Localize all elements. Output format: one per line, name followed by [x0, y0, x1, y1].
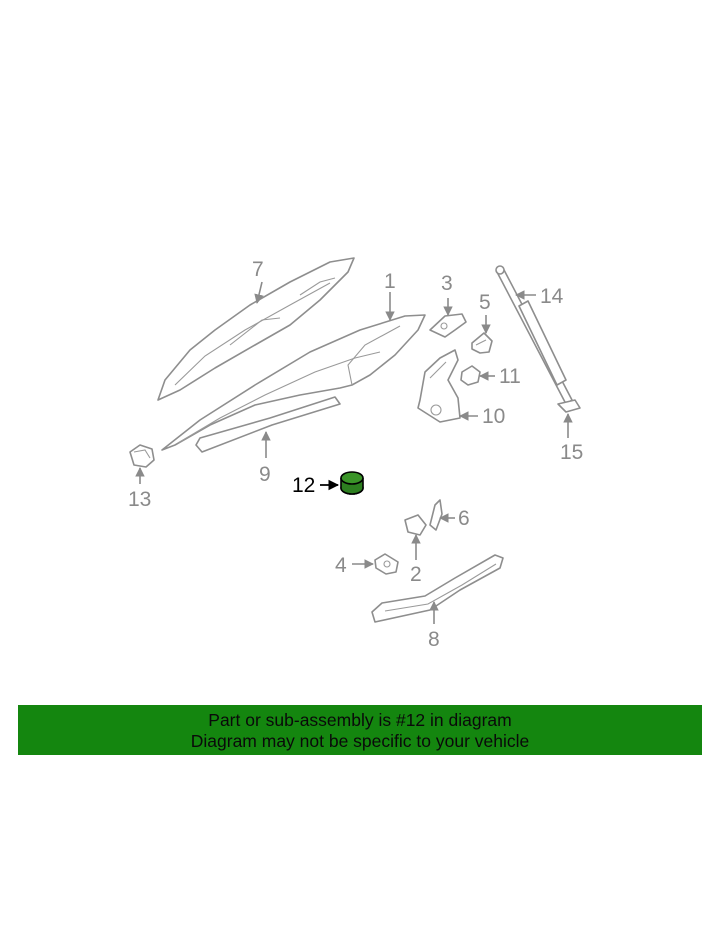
callout-12: 12: [292, 474, 315, 497]
parts-diagram: 7 1 3 5 14 11 10 15 9 12 13 6 4 2 8: [128, 257, 583, 651]
part-1-hood: [161, 314, 426, 451]
callout-4: 4: [335, 554, 347, 577]
part-4-bolt: [374, 553, 399, 575]
part-5-bolt: [471, 332, 493, 354]
leader-lines: [135, 281, 573, 624]
part-12-highlight: [340, 471, 364, 495]
callout-5: 5: [479, 291, 491, 314]
callout-11: 11: [499, 365, 521, 388]
callout-6: 6: [458, 507, 470, 530]
callout-15: 15: [560, 441, 583, 464]
callout-3: 3: [441, 272, 453, 295]
part-3-bracket: [429, 313, 467, 338]
part-2-lock: [404, 514, 427, 536]
part-7-insulator: [157, 257, 355, 401]
callout-7: 7: [252, 258, 264, 281]
banner-line-1: Part or sub-assembly is #12 in diagram: [208, 710, 512, 730]
callouts: 7 1 3 5 14 11 10 15 9 12 13 6 4 2 8: [128, 258, 583, 651]
callout-2: 2: [410, 563, 422, 586]
part-6-cable: [429, 499, 443, 531]
part-8-support: [371, 554, 504, 623]
part-11-nut: [460, 365, 481, 386]
callout-8: 8: [428, 628, 440, 651]
banner-line-2: Diagram may not be specific to your vehi…: [190, 731, 530, 751]
callout-14: 14: [540, 285, 564, 308]
callout-1: 1: [384, 270, 396, 293]
callout-9: 9: [259, 463, 271, 486]
part-10-hinge: [417, 349, 461, 423]
part-13-bumper: [129, 444, 155, 468]
part-14-strut: [495, 265, 581, 413]
callout-10: 10: [482, 405, 505, 428]
part-9-seal: [195, 396, 341, 453]
callout-13: 13: [128, 488, 151, 511]
info-banner: Part or sub-assembly is #12 in diagram D…: [18, 705, 702, 755]
